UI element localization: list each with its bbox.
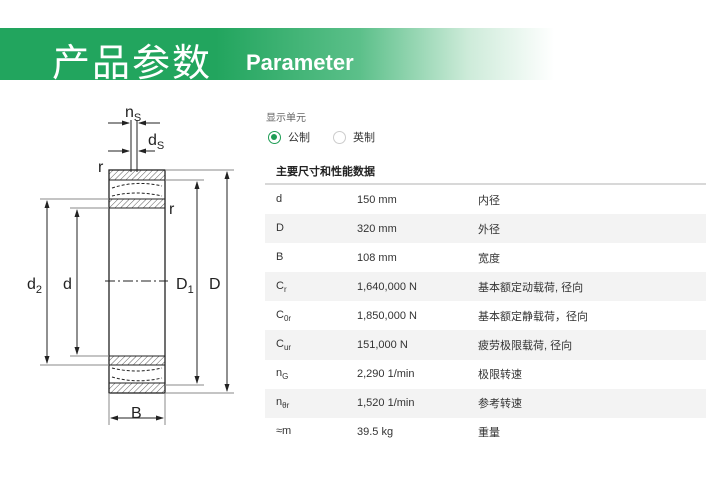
param-value: 320 mm bbox=[357, 222, 397, 235]
param-value: 108 mm bbox=[357, 251, 397, 264]
label-d2: d2 bbox=[27, 276, 42, 296]
label-ds: dS bbox=[148, 132, 164, 152]
label-B: B bbox=[131, 405, 142, 422]
label-D: D bbox=[209, 276, 221, 293]
param-description: 内径 bbox=[478, 194, 500, 207]
label-r-top: r bbox=[98, 159, 104, 176]
param-symbol: d bbox=[276, 192, 283, 205]
label-d: d bbox=[63, 276, 72, 293]
banner-title-en: Parameter bbox=[246, 50, 354, 75]
param-value: 151,000 N bbox=[357, 339, 408, 352]
param-value: 39.5 kg bbox=[357, 426, 394, 439]
label-r-inner: r bbox=[169, 201, 175, 218]
radio-unselected-icon bbox=[333, 130, 346, 144]
param-symbol: ≈m bbox=[276, 425, 292, 438]
param-description: 宽度 bbox=[478, 252, 500, 265]
table-row: ≈m 39.5 kg 重量 bbox=[265, 418, 706, 447]
param-description: 外径 bbox=[478, 223, 500, 236]
table-row: nG 2,290 1/min 极限转速 bbox=[265, 360, 706, 389]
param-value: 2,290 1/min bbox=[357, 368, 415, 381]
banner-title-cn: 产品参数 bbox=[52, 41, 213, 85]
param-description: 参考转速 bbox=[478, 398, 522, 411]
parameter-table: d 150 mm 内径 D 320 mm 外径 B 108 mm 宽度 Cr 1,640,000 N… bbox=[265, 183, 706, 447]
param-symbol: D bbox=[276, 221, 284, 234]
radio-metric[interactable]: 公制 bbox=[268, 129, 310, 145]
param-value: 1,850,000 N bbox=[357, 309, 417, 322]
param-symbol: B bbox=[276, 250, 284, 263]
param-description: 基本额定动载荷, 径向 bbox=[478, 281, 584, 294]
param-symbol: nG bbox=[276, 367, 289, 382]
radio-selected-icon bbox=[268, 130, 281, 144]
table-row: Cur 151,000 N 疲劳极限载荷, 径向 bbox=[265, 330, 706, 360]
param-value: 1,520 1/min bbox=[357, 397, 415, 410]
param-description: 极限转速 bbox=[478, 369, 522, 382]
param-symbol: nθr bbox=[276, 396, 290, 411]
table-row: d 150 mm 内径 bbox=[265, 185, 706, 214]
table-row: D 320 mm 外径 bbox=[265, 214, 706, 244]
param-description: 疲劳极限载荷, 径向 bbox=[478, 340, 573, 353]
units-label: 显示单元 bbox=[266, 113, 306, 124]
table-row: B 108 mm 宽度 bbox=[265, 243, 706, 272]
table-row: C0r 1,850,000 N 基本额定静载荷，径向 bbox=[265, 301, 706, 330]
radio-imperial-label: 英制 bbox=[353, 132, 375, 144]
label-ns: nS bbox=[125, 104, 141, 124]
param-symbol: C0r bbox=[276, 308, 292, 323]
radio-imperial[interactable]: 英制 bbox=[333, 129, 375, 145]
param-symbol: Cur bbox=[276, 338, 292, 353]
param-value: 1,640,000 N bbox=[357, 280, 417, 293]
radio-metric-label: 公制 bbox=[288, 132, 310, 144]
bearing-drawing: nS dS r r d2 d D1 D B bbox=[27, 104, 234, 425]
param-value: 150 mm bbox=[357, 193, 397, 206]
param-description: 重量 bbox=[478, 427, 500, 440]
param-description: 基本额定静载荷，径向 bbox=[478, 310, 588, 323]
header-banner: 产品参数 Parameter bbox=[0, 28, 720, 85]
table-row: Cr 1,640,000 N 基本额定动载荷, 径向 bbox=[265, 272, 706, 302]
label-D1: D1 bbox=[176, 276, 194, 296]
section-title: 主要尺寸和性能数据 bbox=[276, 166, 375, 178]
param-symbol: Cr bbox=[276, 279, 287, 294]
table-row: nθr 1,520 1/min 参考转速 bbox=[265, 388, 706, 418]
